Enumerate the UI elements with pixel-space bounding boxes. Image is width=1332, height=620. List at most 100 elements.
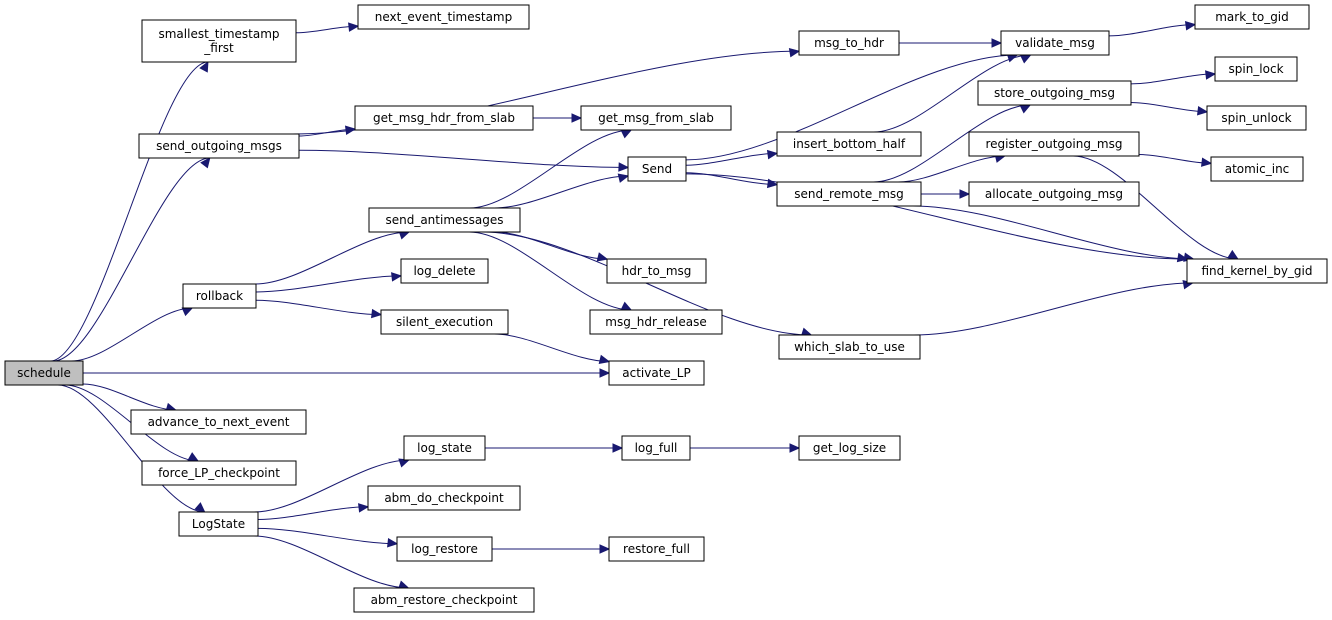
node-box [1210, 156, 1304, 182]
node-get-msg-hdr-from-slab[interactable]: get_msg_hdr_from_slab [354, 105, 534, 131]
node-insert-bottom-half[interactable]: insert_bottom_half [776, 131, 922, 157]
node-box [178, 511, 259, 537]
node-box [403, 435, 486, 461]
node-label: send_remote_msg [794, 187, 904, 201]
node-label: spin_lock [1228, 62, 1283, 76]
edge-schedule-to-logstate [57, 384, 206, 513]
node-hdr-to-msg[interactable]: hdr_to_msg [606, 258, 707, 284]
edge-log-state-to-log-full [485, 443, 624, 453]
node-find-kernel-by-gid[interactable]: find_kernel_by_gid [1186, 258, 1328, 284]
edge-smallest-timestamp-first-to-next-event-timestamp [295, 22, 360, 34]
node-label: msg_to_hdr [814, 36, 884, 50]
node-send-outgoing-msgs[interactable]: send_outgoing_msgs [138, 133, 300, 159]
node-log-restore[interactable]: log_restore [396, 536, 493, 562]
node-label: rollback [196, 289, 243, 303]
node-label: log_state [417, 441, 472, 455]
node-smallest-timestamp-first[interactable]: smallest_timestamp_first [141, 19, 297, 63]
edge-store-outgoing-msg-to-spin-lock [1130, 70, 1217, 85]
node-advance-to-next-event[interactable]: advance_to_next_event [130, 409, 307, 435]
node-register-outgoing-msg[interactable]: register_outgoing_msg [968, 131, 1140, 157]
node-logstate[interactable]: LogState [178, 511, 259, 537]
node-msg-to-hdr[interactable]: msg_to_hdr [798, 30, 900, 56]
node-label: log_delete [413, 264, 475, 278]
node-spin-unlock[interactable]: spin_unlock [1206, 105, 1307, 131]
edge-register-outgoing-msg-to-atomic-inc [1138, 153, 1213, 167]
node-box [977, 80, 1132, 106]
edge-send-antimessages-to-send [494, 173, 630, 209]
node-allocate-outgoing-msg[interactable]: allocate_outgoing_msg [968, 181, 1140, 207]
node-box [968, 131, 1140, 157]
node-label: force_LP_checkpoint [158, 466, 280, 480]
node-abm-do-checkpoint[interactable]: abm_do_checkpoint [367, 485, 521, 511]
node-box [1186, 258, 1328, 284]
node-label: abm_do_checkpoint [384, 491, 504, 505]
node-log-full[interactable]: log_full [621, 435, 691, 461]
node-label: get_msg_hdr_from_slab [373, 111, 515, 125]
node-box [776, 131, 922, 157]
node-label: insert_bottom_half [793, 137, 906, 151]
node-box [141, 19, 297, 63]
node-label: log_full [635, 441, 678, 455]
node-box [798, 30, 900, 56]
edge-logstate-to-log-restore [257, 527, 399, 548]
node-log-state[interactable]: log_state [403, 435, 486, 461]
node-restore-full[interactable]: restore_full [608, 536, 705, 562]
node-box [627, 156, 687, 182]
node-store-outgoing-msg[interactable]: store_outgoing_msg [977, 80, 1132, 106]
node-get-msg-from-slab[interactable]: get_msg_from_slab [580, 105, 732, 131]
node-label: get_log_size [813, 441, 886, 455]
node-label: activate_LP [622, 366, 690, 380]
node-box [353, 587, 535, 613]
edge-send-outgoing-msgs-to-send [298, 149, 630, 172]
edge-send-antimessages-to-hdr-to-msg [494, 231, 609, 262]
node-next-event-timestamp[interactable]: next_event_timestamp [357, 4, 530, 30]
node-abm-restore-checkpoint[interactable]: abm_restore_checkpoint [353, 587, 535, 613]
node-label: spin_unlock [1221, 111, 1291, 125]
node-box [1214, 56, 1298, 82]
node-label: schedule [17, 366, 71, 380]
edge-send-remote-msg-to-allocate-outgoing-msg [920, 189, 971, 199]
edge-schedule-to-activate-lp [83, 368, 611, 378]
edge-log-restore-to-restore-full [492, 544, 611, 554]
edge-schedule-to-smallest-timestamp-first [50, 60, 209, 362]
node-label: Send [642, 162, 672, 176]
node-which-slab-to-use[interactable]: which_slab_to_use [778, 334, 921, 360]
node-rollback[interactable]: rollback [182, 283, 257, 309]
node-box [357, 4, 530, 30]
node-msg-hdr-release[interactable]: msg_hdr_release [589, 309, 723, 335]
edge-silent-execution-to-activate-lp [494, 333, 611, 364]
node-label: mark_to_gid [1215, 10, 1289, 24]
edge-send-to-insert-bottom-half [685, 149, 779, 166]
node-get-log-size[interactable]: get_log_size [798, 435, 901, 461]
edge-schedule-to-rollback [71, 307, 194, 362]
node-box [141, 460, 297, 486]
node-schedule[interactable]: schedule [4, 360, 84, 386]
node-send-antimessages[interactable]: send_antimessages [368, 207, 521, 233]
node-spin-lock[interactable]: spin_lock [1214, 56, 1298, 82]
node-validate-msg[interactable]: validate_msg [1000, 30, 1110, 56]
node-box [138, 133, 300, 159]
node-label: allocate_outgoing_msg [985, 187, 1123, 201]
node-log-delete[interactable]: log_delete [400, 258, 489, 284]
node-box [608, 360, 705, 386]
node-activate-lp[interactable]: activate_LP [608, 360, 705, 386]
node-label: store_outgoing_msg [994, 86, 1115, 100]
node-box [400, 258, 489, 284]
node-box [580, 105, 732, 131]
edge-send-remote-msg-to-find-kernel-by-gid [912, 205, 1195, 262]
node-label: restore_full [623, 542, 690, 556]
node-send[interactable]: Send [627, 156, 687, 182]
node-box [798, 435, 901, 461]
node-label: log_restore [411, 542, 478, 556]
node-atomic-inc[interactable]: atomic_inc [1210, 156, 1304, 182]
node-silent-execution[interactable]: silent_execution [380, 309, 509, 335]
node-force-lp-checkpoint[interactable]: force_LP_checkpoint [141, 460, 297, 486]
node-mark-to-gid[interactable]: mark_to_gid [1194, 4, 1310, 30]
edge-send-outgoing-msgs-to-get-msg-hdr-from-slab [298, 125, 357, 137]
edge-rollback-to-silent-execution [255, 299, 383, 319]
node-label: which_slab_to_use [794, 340, 905, 354]
node-send-remote-msg[interactable]: send_remote_msg [776, 181, 922, 207]
node-box [182, 283, 257, 309]
node-label: send_antimessages [385, 213, 503, 227]
